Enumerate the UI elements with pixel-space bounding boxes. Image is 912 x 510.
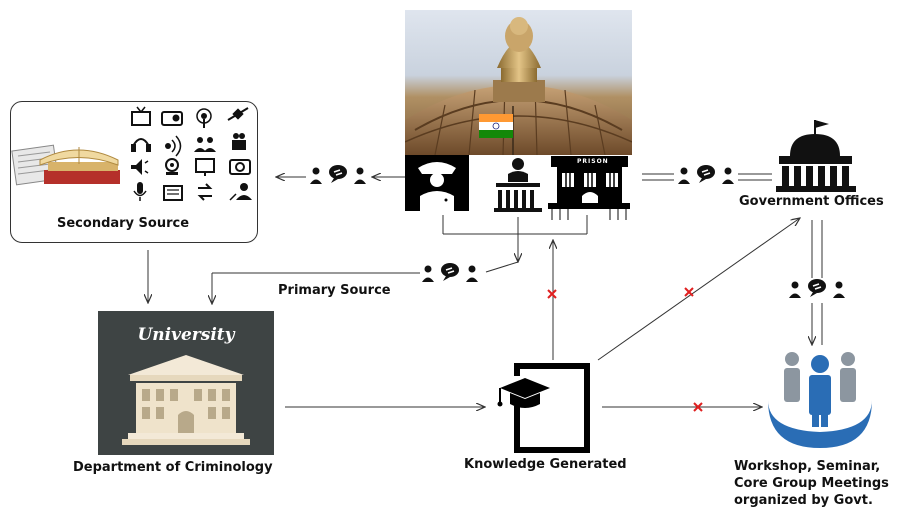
government-building-icon [776, 120, 856, 192]
workshop-label-line1: Workshop, Seminar, [734, 459, 881, 474]
tv-icon [131, 106, 151, 126]
workshop-label-line2: Core Group Meetings [734, 476, 889, 491]
speaker-icon [131, 159, 149, 175]
broadcast-icon [165, 135, 182, 157]
radio-icon [161, 111, 183, 126]
user-icon [229, 183, 252, 201]
prison-sign: PRISON [577, 158, 609, 165]
satellite-icon [227, 107, 249, 121]
red-x-icon [693, 402, 703, 412]
people-conversation-icon [422, 263, 478, 282]
secondary-source-label: Secondary Source [57, 216, 190, 231]
camera-icon [232, 133, 246, 150]
university-sign: University [137, 325, 235, 345]
red-x-icon [684, 287, 694, 297]
books-newspaper-illustration [11, 144, 120, 186]
monitor-icon [195, 158, 215, 176]
government-offices-label: Government Offices [739, 194, 884, 209]
exchange-icon [197, 183, 213, 201]
ashoka-emblem-dome-illustration [405, 17, 632, 155]
podcast-icon [196, 108, 212, 128]
workshop-audience-icon [768, 352, 872, 448]
newspaper-icon [163, 185, 183, 201]
police-officer-icon [405, 155, 469, 211]
group-icon [194, 137, 216, 152]
connector-lines [148, 174, 823, 407]
secondary-source-box [10, 101, 258, 243]
prison-icon [548, 156, 630, 220]
knowledge-graduation-icon [497, 363, 590, 453]
webcam-icon [165, 158, 179, 175]
university-building-icon [122, 355, 250, 445]
microphone-icon [133, 182, 147, 201]
people-conversation-icon [789, 279, 845, 298]
workshop-label: Workshop, Seminar, Core Group Meetings o… [734, 458, 889, 509]
government-building-photo [405, 10, 632, 155]
red-x-icon [547, 289, 557, 299]
headset-icon [131, 138, 151, 152]
primary-source-label: Primary Source [278, 283, 391, 298]
department-of-criminology-label: Department of Criminology [73, 460, 273, 475]
workshop-label-line3: organized by Govt. [734, 493, 873, 508]
people-conversation-icon [310, 165, 366, 184]
judge-court-icon [494, 158, 542, 212]
media-icons-grid [131, 106, 252, 201]
university-building-panel: University [98, 311, 274, 455]
knowledge-generated-label: Knowledge Generated [464, 457, 627, 472]
photo-camera-icon [229, 159, 251, 175]
people-conversation-icon [678, 165, 734, 184]
